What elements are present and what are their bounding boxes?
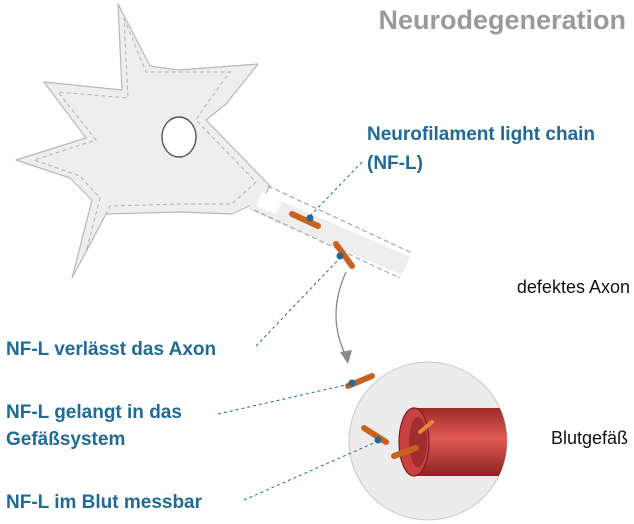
nfl-dot-circle-edge <box>348 379 356 387</box>
label-enters-vessel-line1: NF-L gelangt in das <box>6 402 182 423</box>
axon-break <box>256 192 282 214</box>
axon-edge-lower <box>253 209 401 279</box>
nfl-protein-circle-2 <box>391 445 419 459</box>
transfer-arrow <box>335 271 347 357</box>
nfl-protein-axon-2 <box>333 241 355 269</box>
leader-nfl <box>309 161 363 217</box>
nfl-dot-axon-1 <box>306 214 314 222</box>
blood-vessel-tube <box>414 408 507 476</box>
nucleus <box>161 116 197 158</box>
axon <box>248 190 410 275</box>
leader-enters-vessel <box>217 383 351 415</box>
leader-leaves-axon <box>255 257 341 347</box>
label-leaves-axon: NF-L verlässt das Axon <box>6 339 217 360</box>
label-enters-vessel-line2: Gefäßsystem <box>6 429 126 450</box>
nfl-protein-axon-1 <box>289 211 321 229</box>
neuron-cell-body <box>15 3 271 279</box>
nfl-dot-axon-2 <box>336 252 344 260</box>
neuron-inner-outline <box>32 17 257 253</box>
label-nfl-line2: (NF-L) <box>367 153 423 174</box>
blood-vessel-lumen <box>409 417 427 467</box>
nfl-dot-circle-1 <box>374 436 382 444</box>
axon-edge-upper <box>267 185 413 254</box>
label-measurable: NF-L im Blut messbar <box>6 492 203 513</box>
label-defective-axon: defektes Axon <box>516 277 630 297</box>
label-blood-vessel: Blutgefäß <box>550 428 628 448</box>
leader-measurable <box>243 441 377 501</box>
nfl-protein-circle-1 <box>361 425 389 445</box>
nfl-protein-in-lumen <box>418 420 434 434</box>
transfer-arrowhead <box>340 350 352 364</box>
diagram-title: Neurodegeneration <box>378 5 626 35</box>
label-nfl-line1: Neurofilament light chain <box>367 124 596 145</box>
